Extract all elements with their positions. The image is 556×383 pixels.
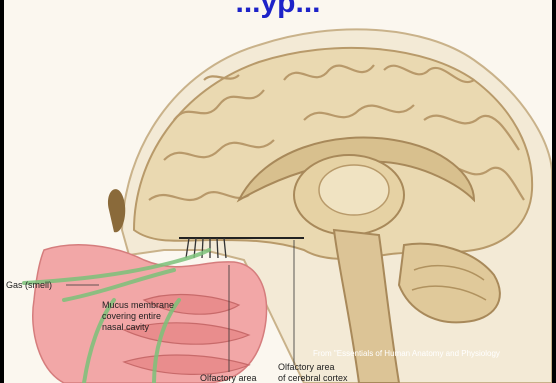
brain-anatomy-illustration: [4, 0, 552, 383]
label-gas-smell: Gas (smell): [6, 280, 52, 290]
label-mucus-membrane-line3: nasal cavity: [102, 322, 149, 332]
slide-canvas: ...yp...: [4, 0, 552, 383]
label-mucus-membrane-line2: covering entire: [102, 311, 161, 321]
label-olfactory-cortex-line1: Olfactory area: [278, 362, 335, 372]
source-credit: From "Essentials of Human Anatomy and Ph…: [313, 349, 500, 358]
label-olfactory-cortex-line2: of cerebral cortex: [278, 373, 348, 383]
label-olfactory-area: Olfactory area: [200, 373, 257, 383]
label-mucus-membrane-line1: Mucus membrane: [102, 300, 174, 310]
ventricle: [319, 165, 389, 215]
